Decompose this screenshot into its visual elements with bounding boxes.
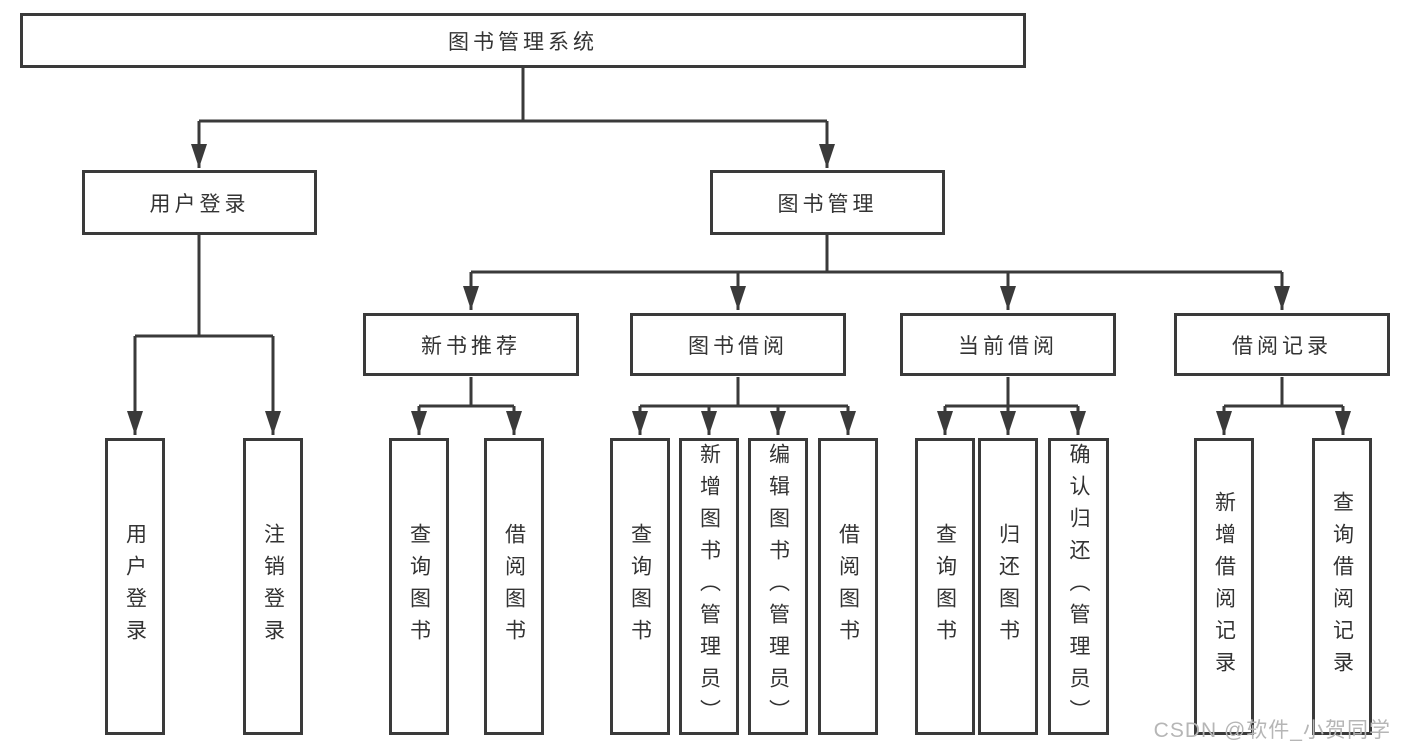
trunk-manage-to-level3 — [471, 235, 1282, 274]
trunk-records-fork — [1224, 377, 1343, 408]
leaf-user-login: 用户登录 — [105, 438, 165, 735]
leaf-newbooks-borrow: 借阅图书 — [484, 438, 544, 735]
leaf-newbooks-query: 查询图书 — [389, 438, 449, 735]
trunk-root-to-level2 — [199, 68, 827, 123]
node-user-login: 用户登录 — [82, 170, 317, 235]
leaf-borrow-borrow: 借阅图书 — [818, 438, 878, 735]
leaf-borrow-query: 查询图书 — [610, 438, 670, 735]
leaf-borrow-edit-admin: 编辑图书（管理员） — [748, 438, 808, 735]
leaf-current-confirm-admin: 确认归还（管理员） — [1048, 438, 1109, 735]
trunk-login-fork — [135, 235, 273, 338]
leaf-current-query: 查询图书 — [915, 438, 975, 735]
node-new-book-recommend: 新书推荐 — [363, 313, 579, 376]
trunk-current-fork — [945, 377, 1078, 408]
node-book-borrowing: 图书借阅 — [630, 313, 846, 376]
node-borrow-records: 借阅记录 — [1174, 313, 1390, 376]
trunk-newbooks-fork — [419, 377, 514, 408]
leaf-current-return: 归还图书 — [978, 438, 1038, 735]
trunk-borrow-fork — [640, 377, 848, 408]
node-book-management: 图书管理 — [710, 170, 945, 235]
leaf-user-logout: 注销登录 — [243, 438, 303, 735]
csdn-watermark: CSDN @软件_小贺同学 — [1153, 719, 1391, 742]
node-root-system: 图书管理系统 — [20, 13, 1026, 68]
leaf-records-add: 新增借阅记录 — [1194, 438, 1254, 735]
leaf-borrow-add-admin: 新增图书（管理员） — [679, 438, 739, 735]
leaf-records-query: 查询借阅记录 — [1312, 438, 1372, 735]
node-current-borrowing: 当前借阅 — [900, 313, 1116, 376]
